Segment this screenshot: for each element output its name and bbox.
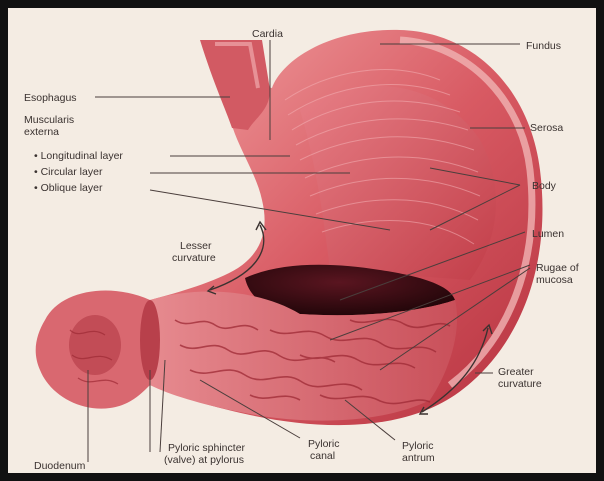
label-pyloric-sphincter-line2: (valve) at pylorus — [164, 454, 244, 466]
label-muscularis-line2: externa — [24, 126, 59, 138]
label-pyloric-antrum-line1: Pyloric — [402, 440, 434, 452]
pyloric-sphincter-ring — [140, 300, 160, 380]
label-serosa: Serosa — [530, 122, 563, 134]
label-rugae-line1: Rugae of — [536, 262, 579, 274]
label-pyloric-sphincter-line1: Pyloric sphincter — [168, 442, 245, 454]
label-cardia: Cardia — [252, 28, 283, 40]
label-esophagus: Esophagus — [24, 92, 77, 104]
label-pyloric-antrum-line2: antrum — [402, 452, 435, 464]
label-lesser-curvature-line1: Lesser — [180, 240, 212, 252]
label-rugae-line2: mucosa — [536, 274, 573, 286]
label-pyloric-canal-line2: canal — [310, 450, 335, 462]
label-greater-curvature-line2: curvature — [498, 378, 542, 390]
label-longitudinal-layer: • Longitudinal layer — [34, 150, 123, 162]
label-oblique-layer: • Oblique layer — [34, 182, 102, 194]
label-body: Body — [532, 180, 556, 192]
label-pyloric-canal-line1: Pyloric — [308, 438, 340, 450]
label-fundus: Fundus — [526, 40, 561, 52]
label-lumen: Lumen — [532, 228, 564, 240]
label-greater-curvature-line1: Greater — [498, 366, 534, 378]
pyloric-opening — [69, 315, 121, 375]
label-muscularis-line1: Muscularis — [24, 114, 74, 126]
label-circular-layer: • Circular layer — [34, 166, 102, 178]
label-duodenum: Duodenum — [34, 460, 85, 472]
label-lesser-curvature-line2: curvature — [172, 252, 216, 264]
